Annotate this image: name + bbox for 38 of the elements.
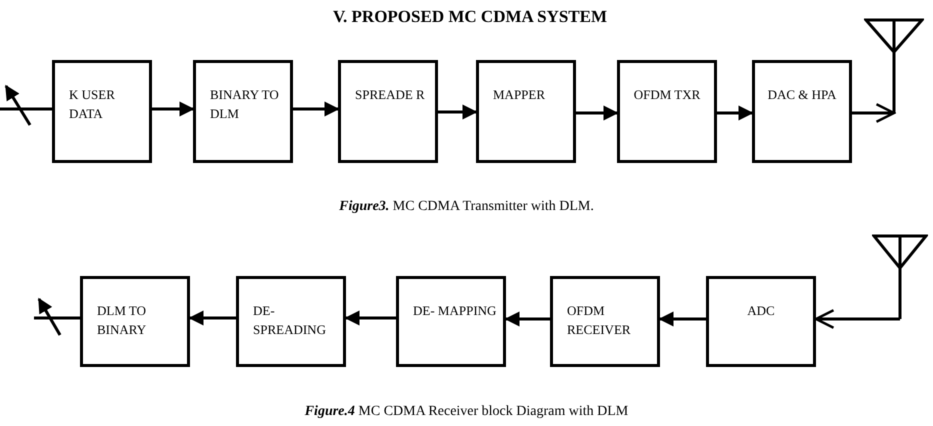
arrow xyxy=(717,106,754,120)
arrow xyxy=(438,104,478,120)
box-label: DE- SPREADING xyxy=(253,302,327,339)
box-label: K USER DATA xyxy=(69,86,116,123)
box-label: ADC xyxy=(746,302,776,320)
arrow xyxy=(344,310,396,326)
section-heading: V. PROPOSED MC CDMA SYSTEM xyxy=(332,6,608,28)
process-box xyxy=(396,276,506,367)
process-box xyxy=(752,60,852,163)
process-box xyxy=(80,276,190,367)
box-label: OFDM TXR xyxy=(632,86,702,104)
process-box xyxy=(193,60,293,163)
process-box xyxy=(550,276,660,367)
process-box xyxy=(236,276,346,367)
arrow xyxy=(658,312,706,326)
arrow xyxy=(814,309,900,329)
box-label: MAPPER xyxy=(493,86,546,104)
arrow xyxy=(188,310,236,326)
process-box xyxy=(706,276,816,367)
figure-caption: Figure3. MC CDMA Transmitter with DLM. xyxy=(338,198,595,216)
process-box xyxy=(476,60,576,163)
box-label: DAC & HPA xyxy=(766,86,838,104)
box-label: SPREADE R xyxy=(355,86,426,104)
antenna-symbol xyxy=(864,18,924,113)
arrow xyxy=(293,102,340,116)
arrow xyxy=(852,103,896,123)
box-label: DLM TO BINARY xyxy=(97,302,148,339)
arrow xyxy=(504,312,550,326)
process-box xyxy=(617,60,717,163)
antenna-symbol xyxy=(872,234,928,319)
process-box xyxy=(52,60,152,163)
arrow xyxy=(576,106,618,120)
arrow xyxy=(152,102,194,116)
box-label: BINARY TO DLM xyxy=(210,86,280,123)
process-box xyxy=(338,60,438,163)
figure-caption: Figure.4 MC CDMA Receiver block Diagram with DLM xyxy=(304,403,630,421)
box-label: DE- MAPPING xyxy=(413,302,498,320)
box-label: OFDM RECEIVER xyxy=(567,302,632,339)
